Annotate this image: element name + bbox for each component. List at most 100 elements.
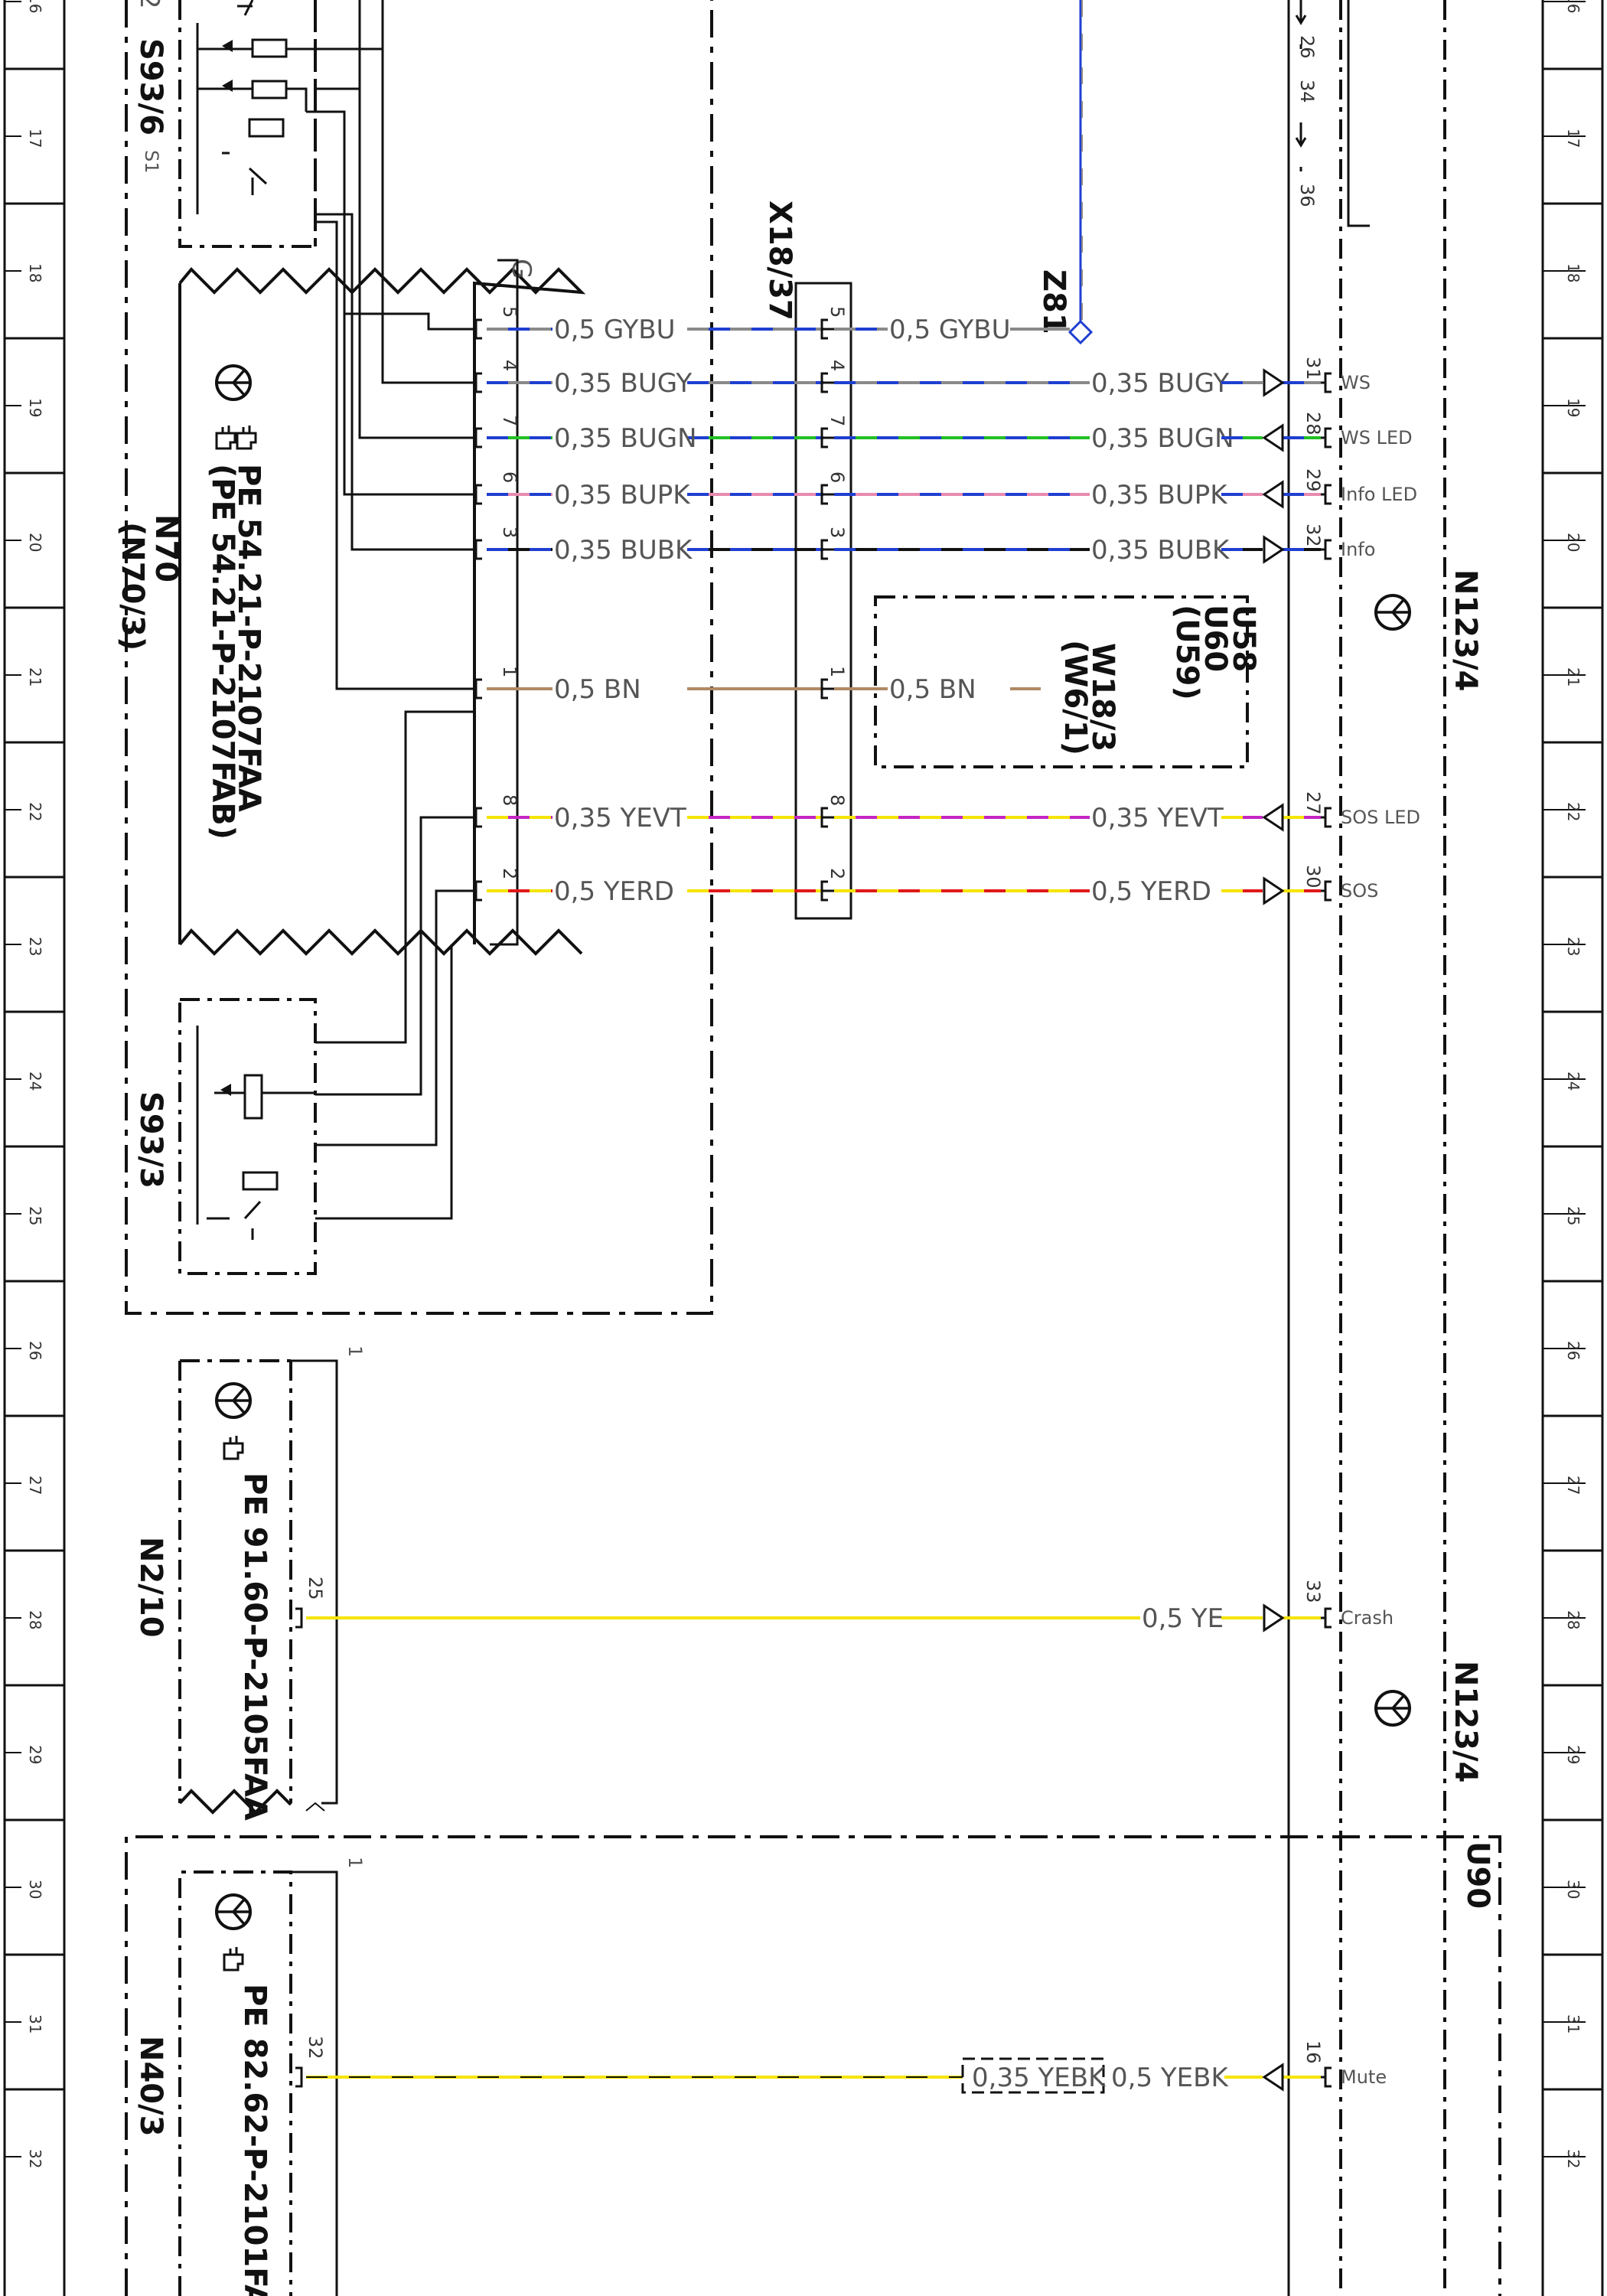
- pin-number-connector: 2: [826, 868, 848, 879]
- crash-wire: 0,5 YE 25 33 Crash: [295, 1577, 1393, 1634]
- pin-bracket: [820, 807, 834, 828]
- u58-label: U58: [1226, 605, 1261, 672]
- pin-number-connector: 1: [826, 666, 848, 677]
- pin-number-left: 4: [499, 360, 520, 371]
- n2-10-label: N2/10: [133, 1537, 168, 1638]
- direction-arrow: [1263, 876, 1285, 905]
- pin-number-connector: 5: [826, 306, 848, 318]
- ruler-number: 24: [26, 1071, 44, 1091]
- pin-number-connector: 6: [826, 471, 848, 483]
- ruler-frame: [3, 0, 1604, 2296]
- ruler-number: 21: [1564, 667, 1583, 687]
- n40-3-label: N40/3: [133, 2036, 168, 2137]
- wire-label-left: 0,5 GYBU: [554, 315, 676, 345]
- pin-number-left: 5: [499, 306, 520, 318]
- mute-pin-right: 16: [1302, 2040, 1324, 2064]
- n70-pe-ref: PE 54.21-P-2107FAA: [231, 464, 266, 812]
- pin-bracket: [1321, 539, 1332, 560]
- pin-bracket: [1321, 372, 1332, 393]
- internal-harness: [306, 0, 474, 1220]
- wire-label-left: 0,35 BUPK: [554, 480, 691, 510]
- pin-bracket: [474, 427, 482, 448]
- pin-number-connector: 8: [826, 794, 848, 806]
- crash-pin-left: 25: [305, 1577, 326, 1600]
- function-label: Info LED: [1341, 484, 1417, 505]
- pin-bracket: [820, 539, 834, 560]
- wire-label-left: 0,35 BUGN: [554, 423, 697, 454]
- n2-10-pe-ref: PE 91.60-P-2105FAA: [237, 1473, 272, 1821]
- u90-boundary: U90: [125, 1835, 1501, 2296]
- direction-arrow: [1262, 423, 1284, 452]
- ruler-number: 19: [26, 398, 44, 417]
- ruler-number: 30: [1564, 1880, 1583, 1899]
- mute-wire-label: 0,5 YEBK: [1111, 2063, 1229, 2093]
- pin-bracket: [820, 484, 834, 505]
- ruler-number: 16: [1564, 0, 1583, 13]
- pin-number-left: 1: [499, 666, 520, 677]
- pin-number-left: 8: [499, 794, 520, 806]
- pin-bracket: [474, 484, 482, 505]
- function-label: SOS: [1341, 880, 1378, 902]
- pin-number-connector: 7: [826, 415, 848, 426]
- mute-pin-left: 32: [305, 2036, 326, 2060]
- pin-number-right: 32: [1302, 523, 1324, 547]
- pin-number-left: 3: [499, 527, 520, 538]
- pin-number-left: 7: [499, 415, 520, 426]
- s93-6-label: S93/6: [133, 38, 168, 135]
- ruler-number: 21: [26, 667, 44, 687]
- ruler-number: 25: [1564, 1206, 1583, 1225]
- w18-3-ground: U58 U60 (U59) W18/3 (W6/1): [874, 595, 1261, 768]
- ruler-number: 29: [1564, 1745, 1583, 1764]
- pin-number-left: 6: [499, 471, 520, 483]
- ruler-number: 18: [26, 263, 44, 282]
- n40-3-module: 1 PE 82.62-P-2101FAA N40/3: [133, 1857, 366, 2296]
- ground-label: G: [506, 259, 536, 279]
- wire-label-left: 0,35 YEVT: [554, 803, 686, 833]
- u60-label: U60: [1198, 605, 1233, 672]
- direction-arrow: [1262, 803, 1284, 832]
- n70-pe-ref-alt: (PE 54.21-P-2107FAB): [205, 464, 240, 840]
- z81-label: Z81: [1036, 269, 1071, 334]
- ruler-number: 17: [1564, 129, 1583, 148]
- n123-4-label-top: N123/4: [1448, 569, 1483, 691]
- pin-bracket: [820, 427, 834, 448]
- wire-label-right: 0,35 BUBK: [1091, 535, 1231, 566]
- u59-label: (U59): [1169, 605, 1204, 700]
- pin-bracket: [474, 372, 482, 393]
- pin-number-right: 31: [1302, 357, 1324, 380]
- direction-arrow: [1263, 535, 1285, 564]
- wire-label-right: 0,35 BUPK: [1091, 480, 1228, 510]
- z81-joint: Z81: [1036, 0, 1094, 345]
- n123-4-module: N123/4 N123/4 26 34 36: [1287, 0, 1483, 2296]
- wire-label-right: 0,35 BUGN: [1091, 423, 1234, 454]
- ruler-number: 22: [26, 802, 44, 821]
- x18-37-label: X18/37: [762, 201, 797, 321]
- s93-6-prefix: 2: [134, 0, 165, 9]
- mute-wire: 0,35 YEBK 0,5 YEBK 32 16 Mute: [295, 2036, 1387, 2094]
- s93-6-switch: S93/6 2 S1: [133, 0, 317, 248]
- n40-3-ref: 1: [344, 1857, 366, 1868]
- pin-bracket: [474, 880, 482, 902]
- function-label: SOS LED: [1341, 807, 1420, 828]
- ruler-number: 31: [26, 2014, 44, 2033]
- pin-bracket: [474, 539, 482, 560]
- wire-label-left: 0,35 BUGY: [554, 368, 692, 399]
- ruler-number: 32: [26, 2149, 44, 2168]
- direction-arrow: [1262, 480, 1284, 509]
- wire-label-right: 0,5 GYBU: [889, 315, 1011, 345]
- n70-label: N70: [148, 514, 184, 582]
- signal-wire: 0,5 GYBU 0,5 GYBU 5 5: [474, 306, 1070, 345]
- n40-3-pe-ref: PE 82.62-P-2101FAA: [237, 1984, 272, 2296]
- crash-pin-right: 33: [1302, 1580, 1324, 1603]
- function-label: WS LED: [1341, 427, 1413, 448]
- ruler-number: 28: [1564, 1610, 1583, 1629]
- ruler-number: 20: [1564, 533, 1583, 552]
- ruler-number: 23: [26, 937, 44, 956]
- pin-number-right: 28: [1302, 412, 1324, 435]
